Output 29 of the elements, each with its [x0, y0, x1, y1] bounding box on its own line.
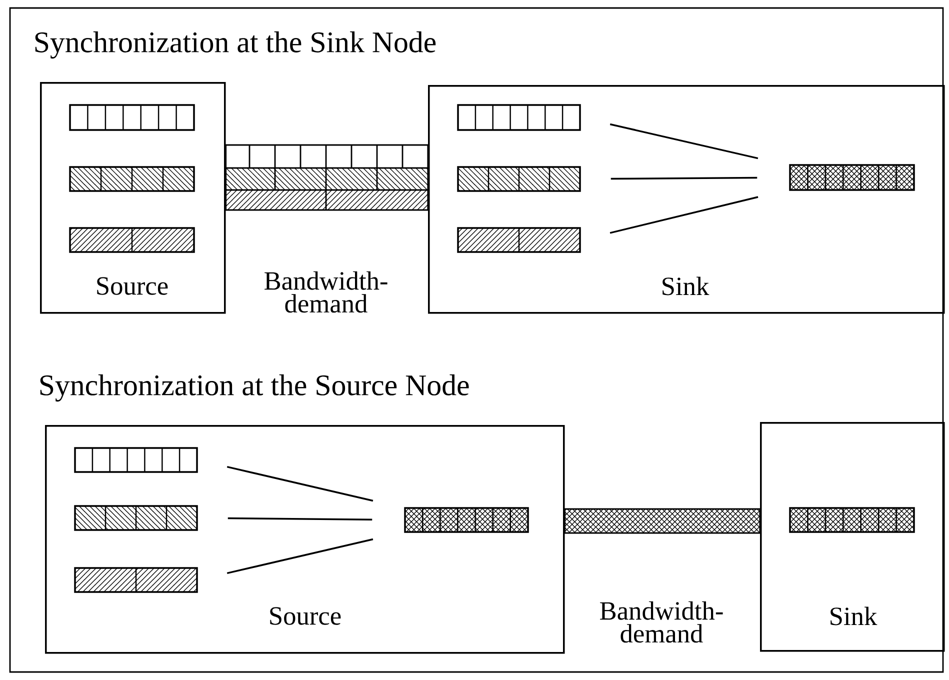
process-box: Sink [428, 85, 945, 314]
merge-line [226, 466, 374, 502]
merge-line [610, 176, 758, 180]
stream-bar [69, 104, 195, 131]
stream-bar [404, 507, 529, 533]
stream-bar [457, 104, 581, 131]
channel-band [224, 144, 429, 211]
edge-label: Bandwidth- demand [600, 601, 723, 643]
stream-bar [69, 227, 195, 253]
merge-line [610, 123, 758, 160]
stream-bar [457, 166, 581, 192]
stream-bar [74, 447, 198, 473]
process-box: Source [45, 425, 565, 654]
stream-bar [74, 567, 198, 593]
heading: Synchronization at the Sink Node [35, 31, 436, 59]
edge-label: Bandwidth- demand [264, 271, 388, 313]
heading: Synchronization at the Source Node [40, 374, 469, 402]
merge-line [228, 517, 372, 521]
stream-bar [69, 166, 195, 192]
stream-bar [789, 164, 915, 191]
process-box: Sink [760, 422, 945, 652]
stream-bar [789, 507, 915, 533]
stream-bar [457, 227, 581, 253]
channel-band [564, 508, 761, 534]
process-box: Source [40, 82, 226, 314]
merge-line [610, 196, 758, 234]
merge-line [226, 538, 374, 574]
stream-bar [74, 505, 198, 531]
channel-band [224, 167, 428, 169]
